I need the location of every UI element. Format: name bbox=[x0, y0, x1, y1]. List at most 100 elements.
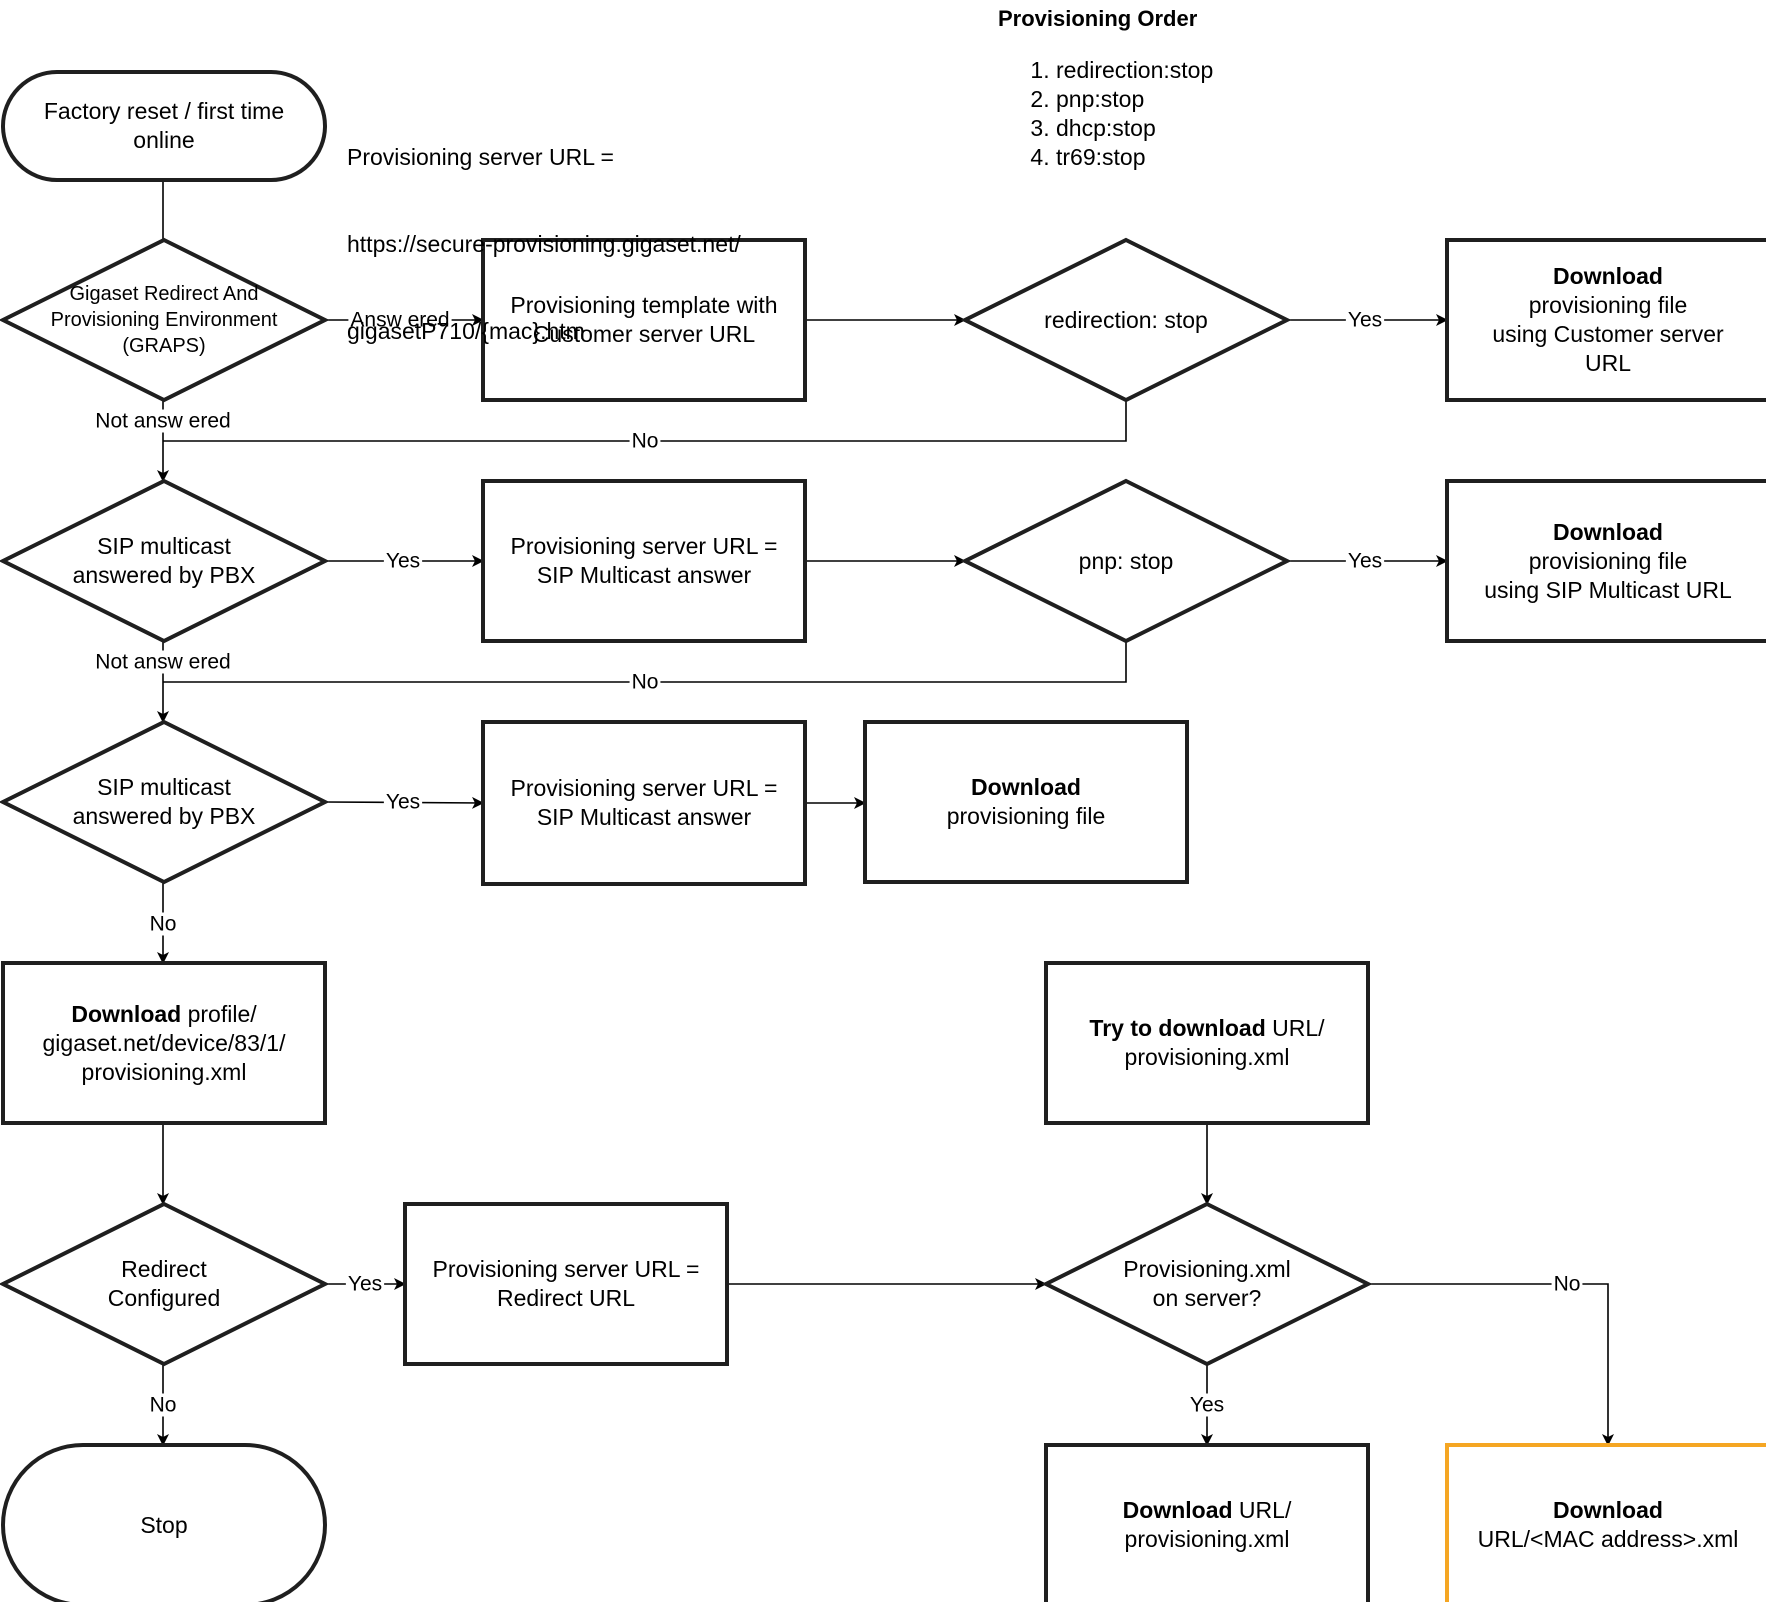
node-text-line: Download bbox=[1553, 518, 1663, 547]
redirect-url-shape bbox=[403, 1202, 729, 1366]
pnp-stop-shape bbox=[960, 478, 1292, 644]
node-text-bold: Download bbox=[1553, 263, 1663, 289]
edge-label: Yes bbox=[386, 791, 420, 814]
node-text-bold: Try to download bbox=[1089, 1015, 1266, 1041]
node-text: redirection: stop bbox=[1044, 306, 1208, 333]
edge-label-background bbox=[383, 549, 423, 573]
edge-label: No bbox=[150, 1394, 177, 1417]
node-text-line: answered by PBX bbox=[73, 802, 256, 831]
edge-label: Yes bbox=[348, 1273, 382, 1296]
node-text-line: provisioning file bbox=[1529, 291, 1688, 320]
redirect-url-node: Provisioning server URL =Redirect URL bbox=[415, 1204, 717, 1364]
edge-label: Not answ ered bbox=[95, 651, 230, 674]
node-text: provisioning file bbox=[1528, 292, 1688, 318]
provisioning-url-note: Provisioning server URL = https://secure… bbox=[347, 85, 741, 404]
node-text: Factory reset / first time bbox=[43, 98, 285, 124]
stop-shape bbox=[1, 1443, 327, 1602]
node-text-bold: Download bbox=[1553, 518, 1663, 545]
node-text: Customer server URL bbox=[532, 321, 756, 347]
edge-label-background bbox=[345, 1272, 385, 1296]
provisioning-url-note-line-1: Provisioning server URL = bbox=[347, 144, 614, 170]
node-text-line: provisioning.xml bbox=[1125, 1043, 1290, 1072]
node-text: Provisioning.xml bbox=[1123, 1256, 1291, 1282]
dl-url-xml-shape bbox=[1044, 1443, 1370, 1602]
node-text-line: Download URL/ bbox=[1123, 1496, 1292, 1525]
redir-stop-shape bbox=[960, 237, 1292, 403]
graps-shape bbox=[0, 237, 330, 403]
provisioning-order-list: redirection:stop pnp:stop dhcp:stop tr69… bbox=[1028, 56, 1213, 172]
sip2-shape bbox=[0, 719, 330, 885]
node-text-line: URL bbox=[1585, 349, 1631, 378]
dl-customer-shape bbox=[1445, 238, 1766, 402]
sip2-url-node: Provisioning server URL =SIP Multicast a… bbox=[493, 722, 795, 884]
node-text-line: Provisioning.xml bbox=[1123, 1255, 1290, 1284]
edge-label-background bbox=[93, 650, 233, 674]
node-text-line: Customer server URL bbox=[533, 320, 755, 349]
node-text: using SIP Multicast URL bbox=[1484, 576, 1732, 603]
node-text: URL/ bbox=[1232, 1497, 1292, 1523]
node-text-line: answered by PBX bbox=[73, 561, 256, 590]
node-text-line: using Customer server bbox=[1492, 320, 1723, 349]
node-text: URL/ bbox=[1265, 1015, 1325, 1041]
node-text-line: Download bbox=[971, 773, 1081, 802]
node-text-line: Redirect bbox=[121, 1255, 207, 1284]
node-text: Gigaset Redirect And bbox=[69, 283, 259, 305]
sip2-url-shape bbox=[481, 720, 807, 886]
dl-profile-node: Download profile/gigaset.net/device/83/1… bbox=[13, 963, 315, 1123]
redir-stop-node: redirection: stop bbox=[1005, 240, 1247, 400]
edge-label-background bbox=[1345, 308, 1385, 332]
node-text: SIP Multicast answer bbox=[536, 562, 752, 588]
node-text-line: URL/<MAC address>.xml bbox=[1478, 1525, 1739, 1554]
edge-label-background bbox=[383, 790, 423, 814]
node-text-bold: Download bbox=[1122, 1497, 1233, 1523]
node-text-bold: Download bbox=[971, 774, 1081, 800]
sip1-shape bbox=[0, 478, 330, 644]
edge-label: Yes bbox=[1190, 1394, 1224, 1417]
node-text-line: Download profile/ bbox=[71, 1000, 256, 1029]
node-text-line: Provisioning server URL = bbox=[511, 532, 778, 561]
node-text: SIP multicast bbox=[97, 533, 231, 559]
node-text: Provisioning server URL = bbox=[510, 775, 778, 801]
edge-label: Yes bbox=[1348, 309, 1382, 332]
provisioning-order-item: pnp:stop bbox=[1056, 85, 1213, 114]
node-text-line: pnp: stop bbox=[1079, 547, 1174, 576]
node-text-line: using SIP Multicast URL bbox=[1484, 576, 1732, 605]
node-text: answered by PBX bbox=[72, 803, 256, 829]
node-text-line: SIP multicast bbox=[97, 773, 231, 802]
edge-label: Yes bbox=[386, 550, 420, 573]
provisioning-url-note-line-3: gigasetP710/{mac}.htm bbox=[347, 318, 585, 344]
edge-label-background bbox=[629, 429, 661, 453]
node-text: provisioning.xml bbox=[1124, 1526, 1290, 1552]
stop-node: Stop bbox=[13, 1445, 315, 1602]
node-text: Configured bbox=[107, 1285, 221, 1311]
node-text-line: online bbox=[133, 126, 194, 155]
provisioning-order-title: Provisioning Order bbox=[998, 6, 1198, 31]
node-text-line: SIP multicast bbox=[97, 532, 231, 561]
node-text: Redirect URL bbox=[496, 1285, 636, 1311]
pnp-stop-node: pnp: stop bbox=[1005, 481, 1247, 641]
provisioning-order-item: dhcp:stop bbox=[1056, 114, 1213, 143]
edge-label: No bbox=[632, 430, 659, 453]
edge-label-background bbox=[629, 670, 661, 694]
edge-label-background bbox=[93, 409, 233, 433]
dl-sip-shape bbox=[1445, 479, 1766, 643]
on-server-shape bbox=[1041, 1201, 1373, 1367]
node-text: Redirect bbox=[121, 1256, 207, 1282]
dl-profile-shape bbox=[1, 961, 327, 1125]
node-text: provisioning.xml bbox=[81, 1058, 247, 1085]
template-shape bbox=[481, 238, 807, 402]
node-text: provisioning.xml bbox=[1124, 1044, 1290, 1070]
dl-mac-shape bbox=[1445, 1443, 1766, 1602]
node-text-line: gigaset.net/device/83/1/ bbox=[43, 1029, 286, 1058]
node-text-bold: Download bbox=[71, 1000, 182, 1027]
